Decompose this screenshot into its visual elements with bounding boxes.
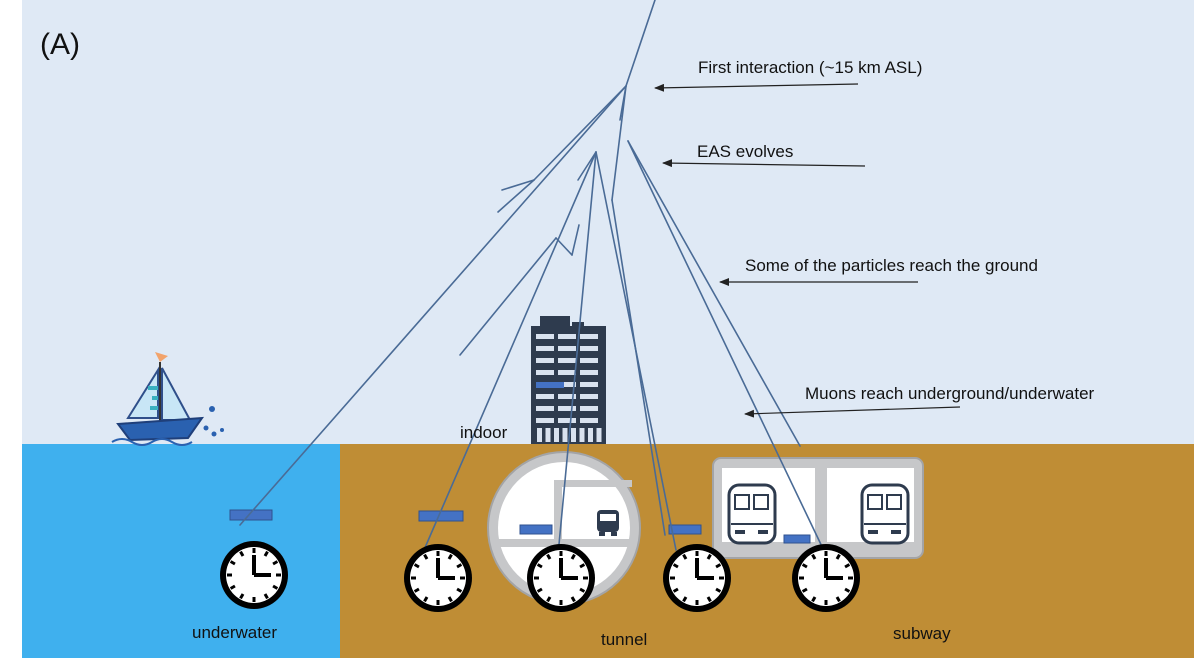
building-window: [580, 358, 598, 363]
building-window: [580, 394, 598, 399]
building-entrance: [562, 428, 568, 442]
building-entrance: [596, 428, 602, 442]
building-window: [536, 346, 554, 351]
shower-particle-track: [611, 199, 666, 536]
building-window: [558, 370, 576, 375]
shower-particle-track: [459, 237, 557, 356]
label-indoor: indoor: [460, 423, 508, 442]
building-window: [558, 334, 576, 339]
clock-icon: [220, 541, 288, 609]
shower-particle-track: [627, 140, 801, 447]
label-particles-reach-ground: Some of the particles reach the ground: [745, 256, 1038, 275]
building-window: [580, 334, 598, 339]
building-entrance: [588, 428, 593, 442]
building-window: [558, 346, 576, 351]
arrow-muons-reach: [744, 406, 961, 418]
detector: [229, 509, 273, 521]
shower-particle-track: [555, 237, 573, 256]
building-window: [536, 370, 554, 375]
shower-particle-track: [577, 151, 597, 181]
clock-icon: [404, 544, 472, 612]
shower-particle-track: [611, 85, 627, 201]
building-entrance: [537, 428, 542, 442]
train-icon: [860, 483, 910, 545]
label-eas-evolves: EAS evolves: [697, 142, 793, 161]
shower-particle-track: [533, 85, 627, 181]
clock-icon: [663, 544, 731, 612]
label-subway: subway: [893, 624, 951, 643]
building-entrance: [571, 428, 576, 442]
clock-icon: [527, 544, 595, 612]
label-tunnel: tunnel: [601, 630, 647, 649]
shower-particle-track: [239, 85, 627, 526]
shower-particle-track: [501, 179, 535, 191]
building-entrance: [554, 428, 559, 442]
label-first-interaction: First interaction (~15 km ASL): [698, 58, 922, 77]
shower-particle-track: [625, 0, 656, 87]
building-window: [558, 358, 576, 363]
tunnel-structure: [487, 451, 641, 605]
building-window: [536, 394, 554, 399]
shower-particle-track: [627, 140, 827, 556]
shower-particle-track: [557, 151, 597, 556]
water-region: [22, 444, 340, 658]
building-window: [580, 406, 598, 411]
building-window: [558, 406, 576, 411]
building-entrance: [545, 428, 551, 442]
panel-label: (A): [40, 28, 80, 61]
building-window: [536, 406, 554, 411]
clock-group: [220, 541, 860, 612]
train-icon: [727, 483, 777, 545]
building-entrance: [579, 428, 585, 442]
building-icon: [531, 316, 606, 444]
arrow-eas-evolves: [662, 159, 866, 168]
building-window: [536, 358, 554, 363]
building-window: [558, 418, 576, 423]
building-window: [536, 418, 554, 423]
building-window: [558, 394, 576, 399]
arrow-first-interaction: [654, 83, 859, 92]
shower-particle-track: [571, 224, 580, 256]
building-window: [580, 418, 598, 423]
detector: [519, 524, 553, 535]
building-window: [536, 334, 554, 339]
label-muons-reach: Muons reach underground/underwater: [805, 384, 1095, 403]
detector: [668, 524, 702, 535]
building-window: [580, 382, 598, 387]
sailboat-icon: [111, 352, 224, 446]
shower-particle-track: [497, 179, 535, 213]
label-underwater: underwater: [192, 623, 277, 642]
clock-icon: [792, 544, 860, 612]
building-window: [580, 370, 598, 375]
train-icon: [597, 510, 619, 536]
shower-particle-track: [423, 151, 597, 551]
detector: [783, 534, 811, 544]
subway-structure: [712, 457, 924, 559]
sky-region: [22, 0, 1194, 444]
air-shower: [239, 0, 827, 556]
building-window: [580, 346, 598, 351]
building-window: [558, 382, 576, 387]
